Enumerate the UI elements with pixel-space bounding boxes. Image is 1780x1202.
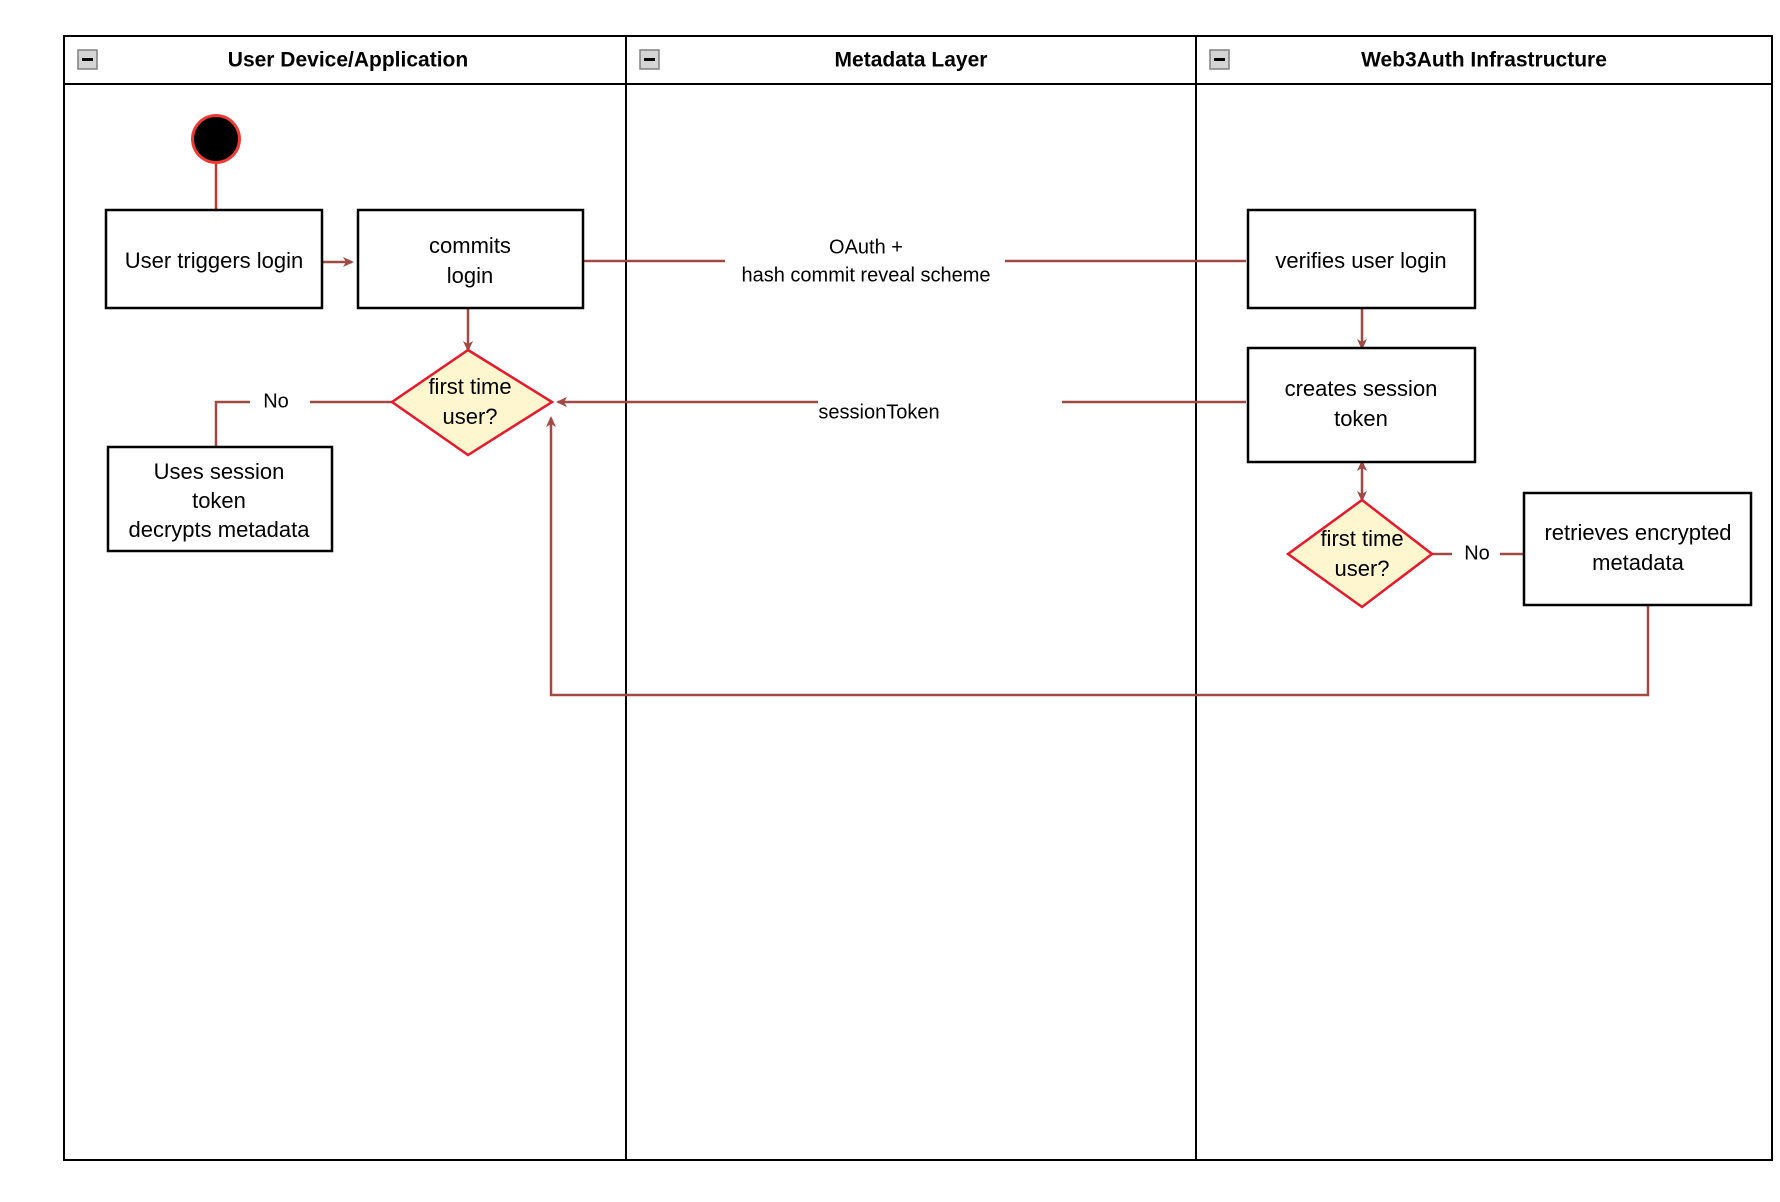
edge-label-no-left: No	[263, 390, 289, 412]
edge-label-oauth-line2: hash commit reveal scheme	[742, 264, 991, 286]
swimlane-header-user-device[interactable]	[63, 35, 627, 85]
start-node[interactable]	[191, 114, 241, 164]
edge-decision-left-no-to-uses-session	[214, 400, 250, 447]
node-label-decision-left-line1: first time	[428, 374, 511, 399]
node-retrieves-encrypted-metadata[interactable]: retrieves encrypted metadata	[1522, 491, 1753, 607]
node-label-user-triggers-login: User triggers login	[125, 248, 304, 273]
node-label-retrieves-metadata-line1: retrieves encrypted	[1544, 520, 1731, 545]
collapse-minus-icon[interactable]	[77, 49, 98, 70]
node-label-decision-right-line1: first time	[1320, 526, 1403, 551]
node-creates-session-token[interactable]: creates session token	[1246, 346, 1477, 464]
node-decision-first-time-user-right[interactable]: first time user?	[1285, 498, 1435, 609]
node-label-uses-session-token-line3: decrypts metadata	[129, 517, 311, 542]
node-label-decision-left-line2: user?	[442, 404, 497, 429]
node-label-verifies-user-login: verifies user login	[1275, 248, 1446, 273]
node-decision-first-time-user-left[interactable]: first time user?	[389, 348, 555, 457]
node-verifies-user-login[interactable]: verifies user login	[1246, 208, 1477, 310]
node-label-commits-login-line1: commits	[429, 233, 511, 258]
swimlane-header-web3auth[interactable]	[1195, 35, 1773, 85]
node-uses-session-token[interactable]: Uses session token decrypts metadata	[106, 445, 334, 553]
swimlane-header-metadata-layer[interactable]	[625, 35, 1197, 85]
swimlane-title-user-device: User Device/Application	[228, 49, 468, 72]
edge-label-oauth-line1: OAuth +	[829, 236, 903, 258]
collapse-minus-icon[interactable]	[639, 49, 660, 70]
swimlane-user-device[interactable]: User Device/Application	[63, 35, 627, 1161]
node-label-uses-session-token-line2: token	[192, 488, 246, 513]
swimlane-body-metadata-layer	[625, 83, 1197, 1161]
edge-label-no-right: No	[1464, 542, 1490, 564]
swimlane-title-metadata-layer: Metadata Layer	[835, 49, 988, 72]
node-label-creates-session-token-line2: token	[1334, 406, 1388, 431]
collapse-minus-icon[interactable]	[1209, 49, 1230, 70]
node-label-decision-right-line2: user?	[1334, 556, 1389, 581]
node-label-retrieves-metadata-line2: metadata	[1592, 550, 1684, 575]
node-label-uses-session-token-line1: Uses session	[154, 459, 285, 484]
edge-retrieves-metadata-loopback-to-decision-left	[546, 416, 1650, 697]
node-commits-login[interactable]: commits login	[356, 208, 585, 310]
node-label-creates-session-token-line1: creates session	[1285, 376, 1438, 401]
swimlane-title-web3auth: Web3Auth Infrastructure	[1361, 49, 1607, 72]
node-label-commits-login-line2: login	[447, 263, 493, 288]
edge-label-session-token: sessionToken	[818, 401, 939, 423]
node-user-triggers-login[interactable]: User triggers login	[104, 208, 324, 310]
swimlane-metadata-layer[interactable]: Metadata Layer	[625, 35, 1197, 1161]
